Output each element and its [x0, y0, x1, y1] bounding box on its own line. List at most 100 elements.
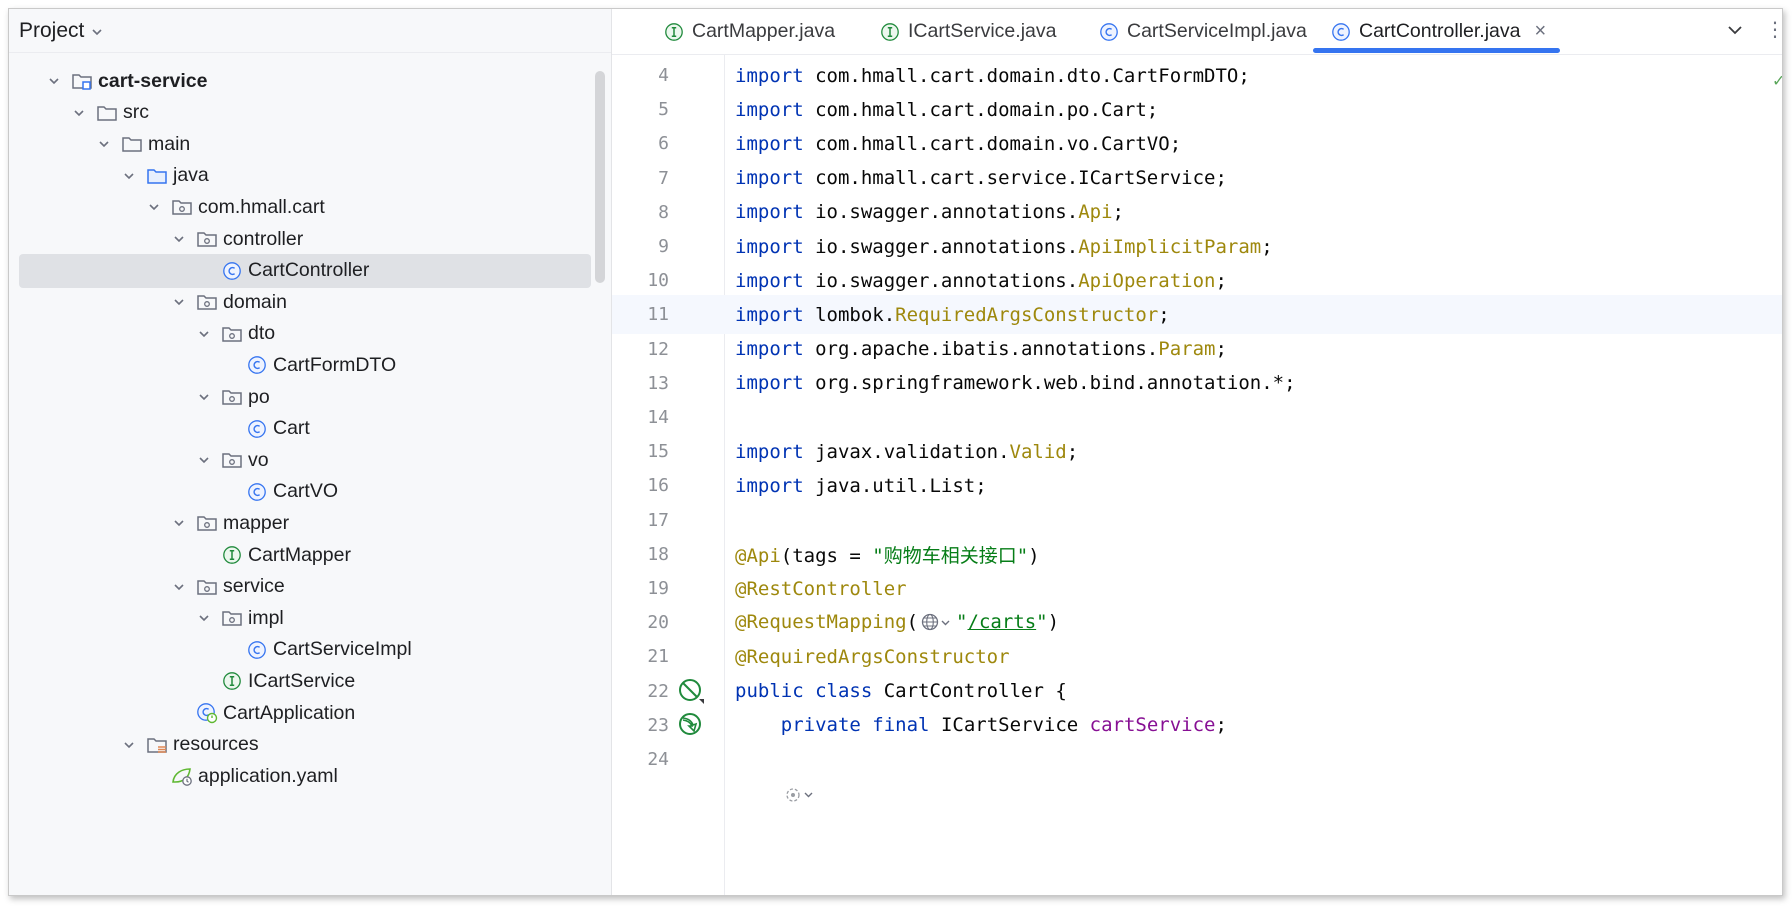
chevron-down-icon[interactable]	[119, 166, 139, 186]
line-number: 23	[647, 714, 669, 736]
gutter-separator	[724, 55, 725, 895]
tree-item-cartcontroller[interactable]: CartController	[19, 253, 591, 288]
tree-item-cartserviceimpl[interactable]: CartServiceImpl	[9, 633, 589, 667]
code-token: CartController {	[872, 680, 1067, 703]
tree-item-vo[interactable]: vo	[9, 443, 589, 477]
tab-list-dropdown-icon[interactable]	[1724, 19, 1746, 41]
tree-item-label: CartController	[248, 259, 370, 282]
tab-cartcontroller-java[interactable]: CartController.java×	[1313, 9, 1561, 54]
tree-item-cartvo[interactable]: CartVO	[9, 475, 589, 509]
chevron-down-icon[interactable]	[69, 103, 89, 123]
chevron-down-icon[interactable]	[169, 577, 189, 597]
code-line[interactable]: 18@Api(tags = "购物车相关接口")	[612, 535, 1782, 574]
close-tab-icon[interactable]: ×	[1534, 20, 1547, 42]
chevron-down-icon[interactable]	[94, 134, 114, 154]
code-token: ApiOperation	[1078, 269, 1216, 292]
tab-label: ICartService.java	[908, 20, 1057, 42]
code-token: import	[735, 474, 804, 497]
chevron-down-icon[interactable]	[144, 197, 164, 217]
tree-item-controller[interactable]: controller	[9, 222, 589, 256]
tree-item-mapper[interactable]: mapper	[9, 506, 589, 540]
tree-item-src[interactable]: src	[9, 96, 589, 130]
code-token: import	[735, 64, 804, 87]
code-text: import com.hmall.cart.domain.vo.CartVO;	[735, 133, 1181, 155]
code-token: java.util.List;	[803, 474, 987, 497]
tree-item-cart-service[interactable]: cart-service	[9, 64, 589, 98]
chevron-down-icon[interactable]	[194, 387, 214, 407]
code-token: )	[1047, 611, 1060, 634]
tree-item-impl[interactable]: impl	[9, 601, 589, 635]
tree-item-java[interactable]: java	[9, 159, 589, 193]
autowired-icon[interactable]	[677, 711, 707, 746]
code-line[interactable]: 24	[612, 740, 1782, 779]
code-line[interactable]: 23 private final ICartService cartServic…	[612, 706, 1782, 745]
tree-spacer	[219, 482, 239, 502]
package-icon	[195, 576, 219, 598]
code-line[interactable]: 20@RequestMapping("/carts")	[612, 603, 1782, 642]
tree-item-domain[interactable]: domain	[9, 285, 589, 319]
chevron-down-icon[interactable]	[194, 324, 214, 344]
tree-item-com-hmall-cart[interactable]: com.hmall.cart	[9, 190, 589, 224]
tab-more-menu-icon[interactable]: ⋮	[1765, 19, 1783, 41]
code-token: import	[735, 269, 804, 292]
code-token: com.hmall.cart.service.ICartService;	[803, 167, 1227, 190]
line-number: 16	[647, 475, 669, 497]
tab-cartmapper-java[interactable]: CartMapper.java	[664, 9, 835, 54]
code-line[interactable]: 14	[612, 398, 1782, 437]
tree-item-resources[interactable]: resources	[9, 728, 589, 762]
project-tree-scrollbar[interactable]	[595, 71, 605, 283]
tree-item-dto[interactable]: dto	[9, 317, 589, 351]
package-icon	[220, 386, 244, 408]
tab-icartservice-java[interactable]: ICartService.java	[880, 9, 1056, 54]
tree-item-cartmapper[interactable]: CartMapper	[9, 538, 589, 572]
tree-item-po[interactable]: po	[9, 380, 589, 414]
chevron-down-icon[interactable]	[169, 229, 189, 249]
code-line[interactable]	[612, 774, 1782, 813]
chevron-down-icon[interactable]	[44, 71, 64, 91]
tree-item-label: service	[223, 575, 285, 598]
tree-item-cartformdto[interactable]: CartFormDTO	[9, 348, 589, 382]
line-number: 21	[647, 646, 669, 668]
project-panel-header[interactable]: Project	[9, 9, 611, 53]
chevron-down-icon[interactable]	[194, 608, 214, 628]
chevron-down-icon[interactable]	[169, 292, 189, 312]
tab-cartserviceimpl-java[interactable]: CartServiceImpl.java	[1099, 9, 1307, 54]
tree-item-label: controller	[223, 227, 304, 250]
bean-icon[interactable]	[677, 677, 707, 712]
tree-item-icartservice[interactable]: ICartService	[9, 664, 589, 698]
tree-item-main[interactable]: main	[9, 127, 589, 161]
line-number: 4	[658, 65, 669, 86]
chevron-down-icon[interactable]	[119, 735, 139, 755]
code-line[interactable]: 17	[612, 501, 1782, 540]
class-icon	[245, 418, 269, 440]
code-line[interactable]: 21@RequiredArgsConstructor	[612, 637, 1782, 676]
globe-icon[interactable]	[920, 612, 954, 634]
tree-item-service[interactable]: service	[9, 570, 589, 604]
endpoint-inlay-icon[interactable]	[783, 783, 817, 805]
code-text: import com.hmall.cart.service.ICartServi…	[735, 167, 1227, 189]
code-line[interactable]: 7 import com.hmall.cart.service.ICartServ…	[612, 159, 1782, 198]
code-line[interactable]: 16 import java.util.List;	[612, 466, 1782, 505]
chevron-down-icon[interactable]	[90, 25, 104, 39]
tree-item-label: Cart	[273, 417, 310, 440]
chevron-down-icon[interactable]	[194, 450, 214, 470]
inspection-ok-icon[interactable]: ✓	[1772, 71, 1782, 91]
tree-item-cartapplication[interactable]: CartApplication	[9, 696, 589, 730]
tree-item-cart[interactable]: Cart	[9, 412, 589, 446]
line-number: 7	[658, 167, 669, 189]
code-line[interactable]: 19@RestController	[612, 569, 1782, 608]
code-token: (	[906, 611, 919, 634]
tree-item-application-yaml[interactable]: application.yaml	[9, 759, 589, 793]
chevron-down-icon[interactable]	[169, 513, 189, 533]
